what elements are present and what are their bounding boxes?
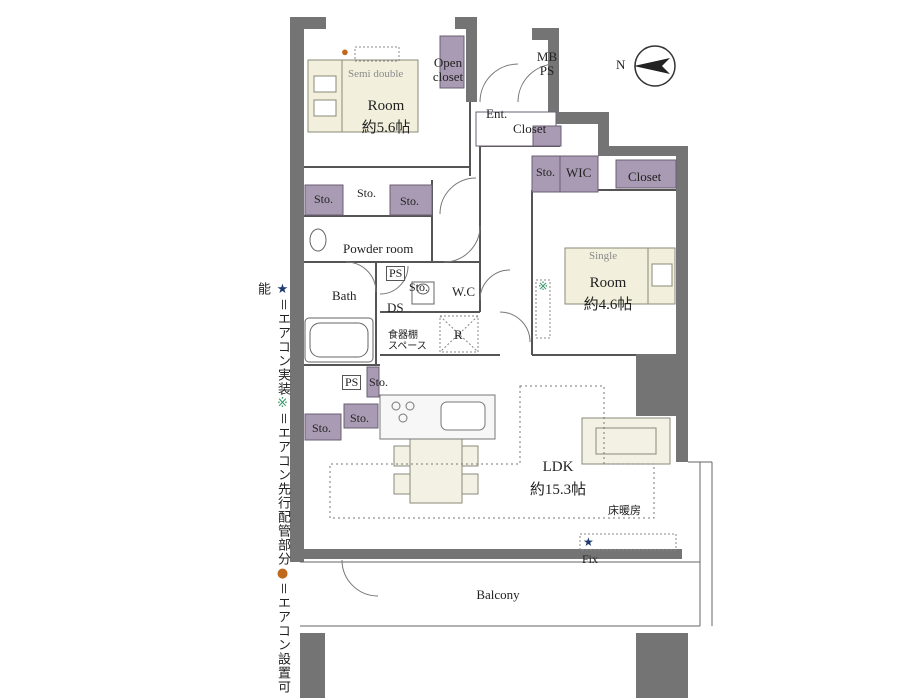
balcony-label: Balcony xyxy=(476,587,520,602)
ac-legend: ★＝エアコン実装※＝エアコン先行配管部分●＝エアコン設置可能 xyxy=(255,282,292,698)
bed-semi-double xyxy=(307,59,419,133)
open-closet-label: Open closet xyxy=(432,55,464,85)
powder-room-label: Powder room xyxy=(343,241,414,256)
compass-icon xyxy=(634,45,676,87)
ac-installable-dot-icon: ● xyxy=(341,44,349,59)
storage-label: Sto. xyxy=(357,186,377,200)
storage-label: Sto. xyxy=(350,411,370,425)
dish-space-label: 食器棚 スペース xyxy=(388,330,427,352)
ac-unit-ldk xyxy=(579,533,677,551)
ac-installed-star-icon: ★ xyxy=(583,535,594,549)
kitchen-counter xyxy=(379,394,496,440)
ds-label: DS xyxy=(387,300,404,315)
doors xyxy=(341,63,557,597)
room2-name: Room xyxy=(589,275,627,291)
storage-label: Sto. xyxy=(369,375,389,389)
fix-label: Fix xyxy=(582,552,599,566)
room1-bed-label: Semi double xyxy=(348,68,404,80)
ldk-name: LDK xyxy=(542,459,574,475)
walls xyxy=(290,17,688,698)
legend-dot-text: ＝エアコン設置可能 xyxy=(255,282,290,695)
interior-walls xyxy=(304,102,676,366)
ac-piping-rice-icon: ※ xyxy=(538,279,549,293)
legend-star-icon: ★ xyxy=(275,282,290,298)
legend-rice-icon: ※ xyxy=(275,396,290,413)
dining-set xyxy=(393,436,479,504)
storage-label: Sto. xyxy=(409,280,429,294)
floor-heating-label: 床暖房 xyxy=(608,504,641,517)
entrance-label: Ent. xyxy=(486,106,508,121)
compass-north-label: N xyxy=(616,57,626,72)
wic-label: WIC xyxy=(566,165,592,180)
floor-heating-area xyxy=(329,385,655,519)
wc-label: W.C xyxy=(452,284,475,299)
bath-fixtures xyxy=(304,228,435,363)
ps-label-1: PS xyxy=(386,266,406,282)
entrance-closet-label: Closet xyxy=(513,121,547,136)
ps-label-2: PS xyxy=(342,375,362,391)
bed-single xyxy=(564,247,676,305)
storage-label: Sto. xyxy=(312,421,332,435)
closet-room2-label: Closet xyxy=(628,169,662,184)
room1-size: 約5.6帖 xyxy=(361,120,411,136)
storage-label: Sto. xyxy=(536,165,556,179)
ldk-size: 約15.3帖 xyxy=(529,482,587,498)
open-closet-block xyxy=(439,35,465,89)
refrigerator-label: R xyxy=(454,327,463,342)
sofa xyxy=(581,417,671,465)
storage-label: Sto. xyxy=(314,192,334,206)
room2-bed-label: Single xyxy=(589,250,618,262)
storage-label: Sto. xyxy=(400,194,420,208)
balcony-rail xyxy=(300,461,713,627)
legend-dot-icon: ● xyxy=(275,566,290,583)
ac-unit-room1 xyxy=(354,46,400,62)
refrigerator-space xyxy=(439,315,479,353)
legend-rice-text: ＝エアコン先行配管部分 xyxy=(275,412,290,567)
legend-star-text: ＝エアコン実装 xyxy=(275,298,290,397)
mbps-label: MB PS xyxy=(536,49,558,79)
storage-blocks xyxy=(304,35,677,441)
room2-size: 約4.6帖 xyxy=(583,297,633,313)
room1-name: Room xyxy=(367,98,405,114)
bath-label: Bath xyxy=(332,288,357,303)
